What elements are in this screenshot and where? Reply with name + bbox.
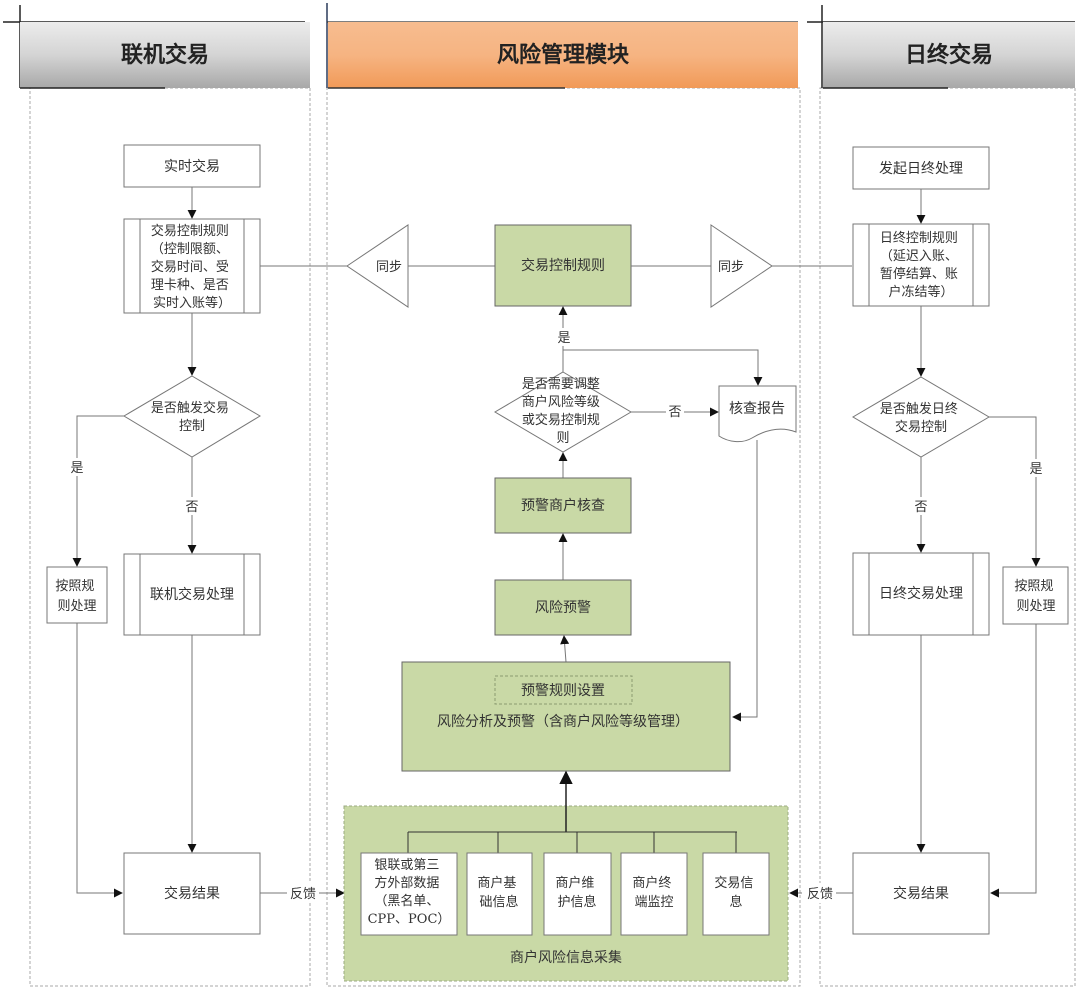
arrow-yes (989, 416, 1041, 567)
lane-title-risk: 风险管理模块 (497, 42, 630, 68)
rule-setting-label: 预警规则设置 (521, 683, 605, 699)
merchant-check-label: 预警商户核查 (521, 497, 605, 514)
sync-left-label: 同步 (376, 260, 402, 275)
online-rules-text: 交易控制规则 （控制限额、 交易时间、受 理卡种、是否 实时入账等） (151, 223, 233, 311)
source-box-external[interactable]: 银联或第三 方外部数据 （黑名单、 CPP、POC） (360, 852, 458, 936)
eod-feedback-label: 反馈 (807, 887, 833, 902)
collection-title: 商户风险信息采集 (510, 949, 622, 966)
online-decision-text: 是否触发交易 控制 (151, 400, 233, 434)
arrow (732, 440, 758, 722)
merchant-check-box[interactable]: 预警商户核查 (494, 477, 632, 534)
online-no-label: 否 (185, 500, 198, 515)
risk-rules-label: 交易控制规则 (521, 257, 605, 274)
eod-rule-process-text: 按照规 则处理 (1014, 579, 1057, 614)
online-rule-process-text: 按照规 则处理 (55, 579, 98, 614)
risk-warning-label: 风险预警 (535, 600, 591, 616)
report-document[interactable]: 核查报告 (718, 385, 797, 443)
source-external-text: 银联或第三 方外部数据 （黑名单、 CPP、POC） (368, 858, 451, 927)
online-decision[interactable]: 是否触发交易 控制 (123, 375, 261, 458)
eod-start-label: 发起日终处理 (879, 161, 963, 177)
lane-eod-border (819, 87, 1076, 987)
risk-analysis-label: 风险分析及预警（含商户风险等级管理） (437, 713, 689, 730)
eod-rule-process-box[interactable]: 按照规 则处理 (1002, 566, 1069, 625)
source-box-terminal-monitor[interactable]: 商户终 端监控 (620, 852, 688, 936)
online-start-label: 实时交易 (164, 158, 220, 175)
label-bg (802, 883, 836, 903)
source-box-transaction-info[interactable]: 交易信 息 (702, 852, 770, 936)
eod-decision-text: 是否触发日终 交易控制 (880, 401, 962, 435)
eod-decision[interactable]: 是否触发日终 交易控制 (852, 376, 990, 458)
arrow-yes (72, 415, 124, 567)
arrow (560, 635, 570, 663)
eod-rules-box[interactable]: 日终控制规则 （延迟入账、 暂停结算、账 户冻结等） (852, 223, 990, 307)
report-label: 核查报告 (729, 401, 785, 417)
arrow (563, 349, 763, 386)
risk-analysis-box[interactable]: 预警规则设置 风险分析及预警（含商户风险等级管理） (401, 661, 731, 772)
online-yes-label: 是 (70, 461, 83, 476)
online-rule-process-box[interactable]: 按照规 则处理 (46, 566, 108, 624)
risk-rules-box[interactable]: 交易控制规则 (494, 224, 632, 307)
eod-rules-text: 日终控制规则 （延迟入账、 暂停结算、账 户冻结等） (880, 230, 962, 300)
rule-setting-box[interactable] (494, 675, 633, 705)
source-box-merchant-basic[interactable]: 商户基 础信息 (466, 852, 533, 936)
lane-header-eod (823, 22, 1075, 88)
label-bg (287, 883, 319, 903)
risk-no-label: 否 (668, 405, 681, 420)
sync-right-label: 同步 (718, 260, 744, 275)
risk-decision[interactable]: 是否需要调整 商户风险等级 或交易控制规 则 (494, 371, 632, 453)
label-bg (183, 497, 201, 515)
online-process-label: 联机交易处理 (150, 586, 234, 603)
lane-header-risk (328, 22, 798, 88)
source-transaction-info-text: 交易信 息 (714, 875, 757, 910)
eod-process-box[interactable]: 日终交易处理 (852, 552, 990, 636)
label-bg (912, 497, 930, 515)
sync-right-triangle[interactable]: 同步 (710, 224, 773, 308)
source-merchant-maintenance-text: 商户维 护信息 (555, 875, 598, 910)
online-result-label: 交易结果 (164, 885, 220, 902)
source-terminal-monitor-text: 商户终 端监控 (632, 875, 675, 910)
source-merchant-basic-text: 商户基 础信息 (477, 875, 520, 910)
eod-result-box[interactable]: 交易结果 (852, 852, 990, 935)
label-bg (68, 458, 86, 476)
label-bg (666, 402, 684, 420)
arrow (76, 623, 123, 898)
risk-warning-box[interactable]: 风险预警 (494, 579, 632, 636)
lane-title-eod: 日终交易 (905, 42, 993, 68)
eod-process-label: 日终交易处理 (879, 585, 963, 602)
online-start-box[interactable]: 实时交易 (123, 144, 261, 188)
online-result-box[interactable]: 交易结果 (123, 852, 261, 935)
sync-left-triangle[interactable]: 同步 (346, 224, 409, 308)
label-bg (555, 328, 573, 346)
online-feedback-label: 反馈 (290, 887, 316, 902)
eod-yes-label: 是 (1029, 462, 1042, 477)
risk-yes-label: 是 (557, 331, 570, 346)
lane-header-online (20, 22, 310, 88)
online-process-box[interactable]: 联机交易处理 (123, 553, 261, 636)
online-rules-box[interactable]: 交易控制规则 （控制限额、 交易时间、受 理卡种、是否 实时入账等） (123, 218, 261, 314)
risk-decision-text: 是否需要调整 商户风险等级 或交易控制规 则 (522, 377, 604, 446)
arrow (990, 624, 1037, 898)
eod-start-box[interactable]: 发起日终处理 (852, 146, 990, 190)
source-box-merchant-maintenance[interactable]: 商户维 护信息 (543, 852, 612, 936)
eod-no-label: 否 (914, 500, 927, 515)
lane-title-online: 联机交易 (121, 42, 209, 68)
label-bg (1027, 459, 1045, 477)
eod-result-label: 交易结果 (893, 885, 949, 902)
